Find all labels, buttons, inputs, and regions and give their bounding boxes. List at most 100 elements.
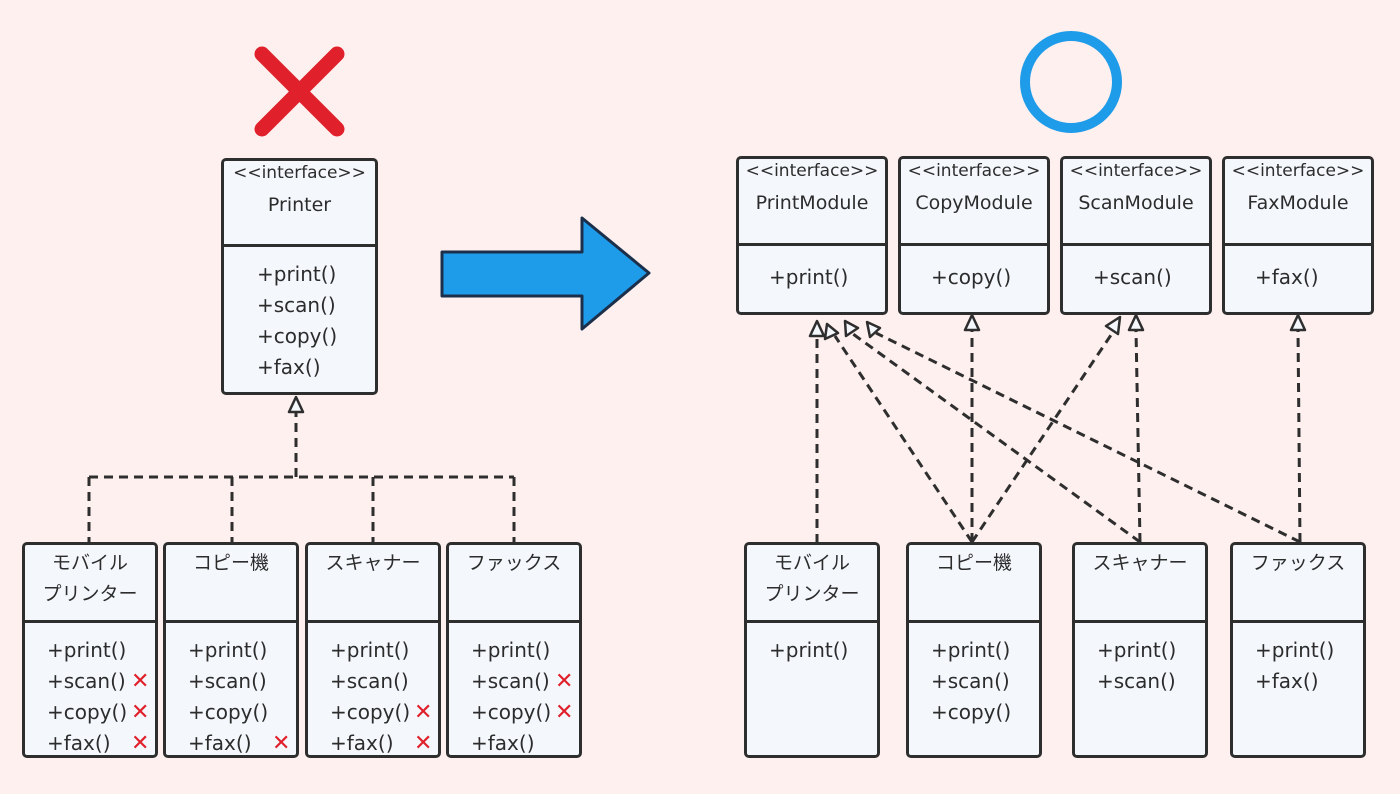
printer-interface: <<interface>> Printer +print() +scan() +… [221, 158, 378, 395]
method-label: +fax() [330, 731, 394, 755]
method-list: +print()+scan()+copy()✕+fax()✕ [308, 623, 438, 756]
method: +print() [188, 635, 296, 666]
method: +copy() [931, 265, 1012, 289]
class-name: ファックス [1250, 552, 1346, 574]
arrowheads-after [808, 313, 1307, 341]
class-name: コピー機 [192, 552, 269, 574]
method-label: +copy() [330, 700, 411, 724]
small-red-cross-icon: ✕ [414, 700, 433, 725]
method-label: +scan() [330, 669, 409, 693]
fax-class-after: ファックス +print()+fax() [1230, 542, 1366, 758]
method-label: +print() [47, 638, 127, 662]
fax-module-interface: <<interface>> FaxModule +fax() [1222, 156, 1374, 315]
method: +print() [769, 265, 849, 289]
stereotype: <<interface>> [745, 161, 879, 181]
method: +copy()✕ [471, 697, 579, 728]
class-header: ファックス [449, 545, 579, 623]
method-label: +copy() [188, 700, 269, 724]
arrowhead-printer [287, 395, 305, 414]
method-label: +print() [471, 638, 551, 662]
class-name: プリンター [764, 583, 860, 605]
method: +fax() [471, 728, 579, 755]
stereotype: <<interface>> [233, 163, 366, 183]
interface-header: <<interface>>CopyModule [901, 159, 1047, 246]
method-label: +fax() [47, 731, 111, 755]
red-cross-icon [254, 46, 345, 137]
method: +fax() [1255, 265, 1319, 289]
method: +fax() [1255, 669, 1319, 693]
method-list: +print() +scan() +copy() +fax() [224, 247, 375, 383]
method: +copy() [257, 324, 338, 348]
method-label: +copy() [471, 700, 552, 724]
stereotype: <<interface>> [1069, 161, 1203, 181]
mobile-printer-class-before: モバイルプリンター+print()+scan()✕+copy()✕+fax()✕ [22, 542, 158, 758]
method-list: +print()+fax() [1233, 623, 1363, 697]
method-label: +fax() [188, 731, 252, 755]
small-red-cross-icon: ✕ [131, 669, 150, 694]
interface-header: <<interface>> FaxModule [1225, 159, 1371, 246]
scanner-class-before: スキャナー+print()+scan()+copy()✕+fax()✕ [305, 542, 441, 758]
method-label: +print() [188, 638, 268, 662]
print-module-interface: <<interface>> PrintModule +print() [736, 156, 888, 315]
small-red-cross-icon: ✕ [555, 669, 574, 694]
method: +fax() ✕ [330, 728, 438, 756]
method: +copy()✕ [47, 697, 155, 728]
method-list: +fax() [1225, 246, 1371, 293]
class-header: ファックス [1233, 545, 1363, 623]
class-name: ファックス [466, 552, 562, 574]
right-arrow-icon [440, 216, 651, 331]
method: +print() [1097, 638, 1177, 662]
method: +scan() [257, 293, 336, 317]
method-list: +print() [739, 246, 885, 293]
interface-name: ScanModule [1078, 192, 1194, 214]
copy-module-interface: <<interface>>CopyModule +copy() [898, 156, 1050, 315]
interface-name: FaxModule [1247, 192, 1349, 214]
method: +print() [47, 635, 155, 666]
method-label: +scan() [47, 669, 126, 693]
method: +copy()✕ [330, 697, 438, 728]
interface-header: <<interface>> ScanModule [1063, 159, 1209, 246]
class-name: コピー機 [935, 552, 1012, 574]
class-header: モバイルプリンター [25, 545, 155, 623]
method: +scan()✕ [47, 666, 155, 697]
method: +fax()✕ [47, 728, 155, 755]
class-header: モバイルプリンター [747, 545, 877, 623]
method-list: +copy() [901, 246, 1047, 293]
interface-header: <<interface>> PrintModule [739, 159, 885, 246]
method-label: +copy() [47, 700, 128, 724]
interface-name: Printer [267, 194, 332, 216]
method-label: +fax() [471, 731, 535, 755]
small-red-cross-icon: ✕ [555, 700, 574, 725]
method: +scan() [931, 669, 1010, 693]
method: +copy() [931, 700, 1012, 724]
method: +print() [931, 638, 1011, 662]
method-label: +scan() [188, 669, 267, 693]
method: +scan()✕ [471, 666, 579, 697]
stereotype: <<interface>> [1231, 161, 1365, 181]
interface-name: CopyModule [915, 192, 1033, 214]
small-red-cross-icon: ✕ [272, 731, 291, 756]
class-name: プリンター [42, 583, 138, 605]
class-name: モバイル [51, 552, 128, 574]
method-label: +scan() [471, 669, 550, 693]
method: +copy() [188, 697, 296, 728]
class-header: コピー機 [909, 545, 1039, 623]
mobile-printer-class-after: モバイルプリンター+print() [744, 542, 880, 758]
small-red-cross-icon: ✕ [414, 731, 433, 756]
blue-circle-icon [1020, 31, 1122, 133]
method-list: +print() +scan() +copy() +fax() ✕ [166, 623, 296, 756]
method-list: +print() [747, 623, 877, 666]
copier-class-before: コピー機 +print() +scan() +copy() +fax() ✕ [163, 542, 299, 758]
scan-module-interface: <<interface>> ScanModule +scan() [1060, 156, 1212, 315]
small-red-cross-icon: ✕ [131, 700, 150, 725]
interface-name: PrintModule [755, 192, 869, 214]
method: +scan() [1093, 265, 1172, 289]
method: +fax() [257, 355, 321, 379]
class-name: モバイル [773, 552, 850, 574]
realization-lines-after [815, 329, 1302, 544]
interface-header: <<interface>> Printer [224, 161, 375, 247]
method-list: +print() +scan() +copy() [909, 623, 1039, 728]
method-list: +print()+scan()✕+copy()✕+fax() [449, 623, 579, 755]
